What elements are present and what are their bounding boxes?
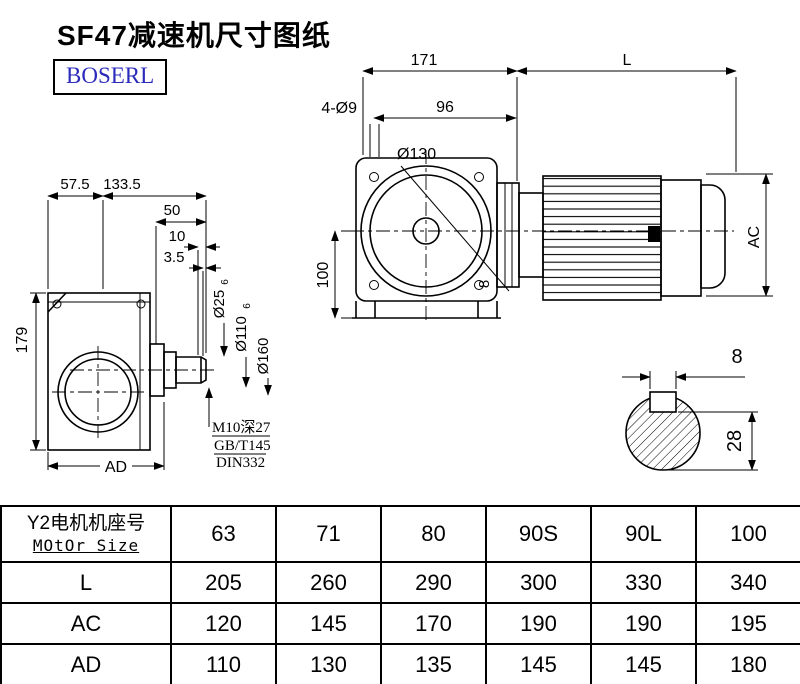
dim-label-shaft-dia-tol: 6 <box>220 279 231 285</box>
dim-label-shaft-8: 8 <box>476 280 493 288</box>
nameplate <box>648 226 660 242</box>
dimension-table: Y2电机机座号 MOtOr Size 63 71 80 90S 90L 100 … <box>0 505 800 684</box>
cell: 190 <box>590 602 697 645</box>
dim-label-key-width: 8 <box>731 346 742 368</box>
dim-label-57-5: 57.5 <box>60 176 89 193</box>
row-label: AD <box>0 643 172 684</box>
shaft-section-view <box>625 391 701 471</box>
row-label: AC <box>0 602 172 645</box>
dim-label-key-depth: 28 <box>724 430 746 452</box>
cell: 260 <box>275 561 382 604</box>
technical-drawing: 171 L 4-Ø9 96 Ø130 100 AC 57.5 133.5 50 … <box>14 52 773 476</box>
size-col: 71 <box>275 505 382 563</box>
cell: 300 <box>485 561 592 604</box>
size-col: 80 <box>380 505 487 563</box>
page-title: SF47减速机尺寸图纸 <box>57 20 331 51</box>
cell: 145 <box>275 602 382 645</box>
motor-view <box>496 175 726 301</box>
cell: 130 <box>275 643 382 684</box>
note-tap: M10深27 <box>212 419 271 436</box>
motor-fins <box>542 175 662 301</box>
note-standard: GB/T145 <box>214 438 271 454</box>
cell: 190 <box>485 602 592 645</box>
size-col: 63 <box>170 505 277 563</box>
cell: 135 <box>380 643 487 684</box>
dim-label-spigot-dia-tol: 6 <box>242 303 253 309</box>
dimension-labels: 171 L 4-Ø9 96 Ø130 100 AC 57.5 133.5 50 … <box>14 52 763 476</box>
dim-label-133-5: 133.5 <box>103 176 141 193</box>
bolt-hole <box>474 172 484 182</box>
motor-size-label-cn: Y2电机机座号 <box>26 513 146 534</box>
dim-label-shaft-dia: Ø25 <box>211 290 228 318</box>
bolt-hole <box>369 280 379 290</box>
table-row-AC: AC 120 145 170 190 190 195 <box>0 602 800 645</box>
motor-size-label-en: MOtOr Size <box>32 536 140 555</box>
dim-label-179: 179 <box>14 327 31 354</box>
dim-label-bolt-holes: 4-Ø9 <box>321 100 357 117</box>
row-label: L <box>0 561 172 604</box>
table-header-row: Y2电机机座号 MOtOr Size 63 71 80 90S 90L 100 <box>0 505 800 563</box>
cell: 170 <box>380 602 487 645</box>
bolt-hole <box>369 172 379 182</box>
table-row-AD: AD 110 130 135 145 145 180 <box>0 643 800 684</box>
cell: 110 <box>170 643 277 684</box>
dim-label-flange-dia: Ø130 <box>397 146 436 163</box>
bolt-hole <box>474 280 484 290</box>
dim-label-L: L <box>623 52 632 69</box>
table-row-L: L 205 260 290 300 330 340 <box>0 561 800 604</box>
dim-label-171: 171 <box>411 52 438 69</box>
front-view <box>350 150 734 324</box>
cell: 120 <box>170 602 277 645</box>
dim-label-50: 50 <box>164 202 181 219</box>
size-col: 100 <box>695 505 800 563</box>
brand-logo: BOSERL <box>53 59 168 95</box>
keyway <box>649 391 677 413</box>
cell: 330 <box>590 561 697 604</box>
dim-label-AC: AC <box>746 226 763 248</box>
dim-label-spigot-dia: Ø110 <box>233 316 250 352</box>
dim-label-AD: AD <box>105 459 127 476</box>
cell: 180 <box>695 643 800 684</box>
cell: 290 <box>380 561 487 604</box>
size-col: 90L <box>590 505 697 563</box>
cell: 145 <box>590 643 697 684</box>
cell: 195 <box>695 602 800 645</box>
motor-size-header-cell: Y2电机机座号 MOtOr Size <box>0 505 172 563</box>
dim-label-10: 10 <box>169 228 186 245</box>
fan-cover <box>700 184 726 289</box>
cell: 340 <box>695 561 800 604</box>
dim-label-100: 100 <box>315 262 332 289</box>
note-din: DIN332 <box>216 455 265 471</box>
dim-label-96: 96 <box>436 99 454 116</box>
cell: 145 <box>485 643 592 684</box>
flange-dia-leader <box>400 165 510 292</box>
cell: 205 <box>170 561 277 604</box>
dim-label-3-5: 3.5 <box>164 249 185 266</box>
size-col: 90S <box>485 505 592 563</box>
dim-label-flange-od: Ø160 <box>255 338 272 375</box>
dimension-lines <box>30 67 773 471</box>
side-view <box>47 292 218 451</box>
